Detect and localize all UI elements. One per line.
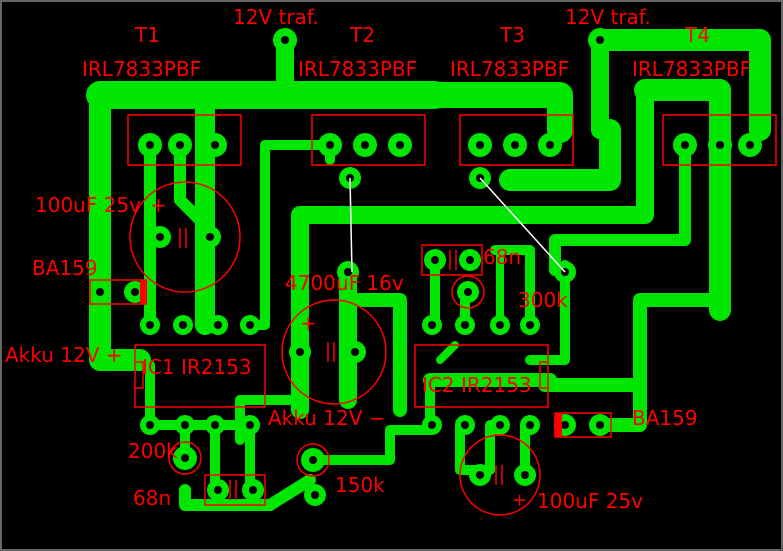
label-t4: T4 <box>684 23 710 47</box>
label-part-t2: IRL7833PBF <box>298 57 417 81</box>
label-cap-left: 100uF 25v <box>35 193 141 217</box>
label-traf-left: 12V traf. <box>233 5 319 29</box>
label-akku-plus: Akku 12V + <box>5 343 123 367</box>
label-r200k: 200k <box>128 439 178 463</box>
label-ic2: IC2 IR2153 <box>422 373 532 397</box>
label-part-t4: IRL7833PBF <box>632 57 751 81</box>
r200k-outline <box>168 441 202 475</box>
cap-center-outline <box>281 299 387 405</box>
label-ic1: IC1 IR2153 <box>142 355 252 379</box>
c68n-left-outline <box>204 474 266 506</box>
t4-outline <box>662 114 777 166</box>
label-traf-right: 12V traf. <box>565 5 651 29</box>
diode-right-band <box>555 413 562 437</box>
copper-traces <box>86 29 771 511</box>
jumper-wire-left <box>349 177 353 273</box>
label-c68n-left: 68n <box>133 486 171 510</box>
silkscreen-text: T1 T2 T3 T4 IRL7833PBF IRL7833PBF IRL783… <box>5 5 751 513</box>
label-cap-right: 100uF 25v <box>537 489 643 513</box>
t3-outline <box>459 114 574 166</box>
jumper-wires <box>349 177 566 273</box>
label-part-t1: IRL7833PBF <box>82 57 201 81</box>
label-r300k: 300k <box>518 288 568 312</box>
label-diode-right: BA159 <box>632 406 698 430</box>
label-c68n-right: 68n <box>483 245 521 269</box>
ic2-outline <box>414 344 549 408</box>
t2-outline <box>311 114 426 166</box>
diode-left-band <box>140 280 147 304</box>
silkscreen-details <box>135 228 548 500</box>
label-cap-left-plus: + <box>150 193 167 217</box>
r150k-outline <box>296 443 330 477</box>
jumper-wire-right <box>479 177 566 273</box>
ic1-outline <box>134 344 266 408</box>
drill-holes <box>96 36 754 499</box>
label-r150k: 150k <box>335 473 385 497</box>
label-t2: T2 <box>349 23 375 47</box>
label-diode-left: BA159 <box>32 256 98 280</box>
label-cap-right-plus: + <box>512 490 527 511</box>
label-cap-center-plus: + <box>300 311 317 335</box>
label-t3: T3 <box>499 23 525 47</box>
label-akku-minus: Akku 12V − <box>268 406 386 430</box>
label-cap-center: 4700uF 16v <box>285 271 404 295</box>
label-part-t3: IRL7833PBF <box>450 57 569 81</box>
r300k-outline <box>451 275 485 309</box>
cap-left-outline <box>129 181 241 293</box>
c68n-right-outline <box>421 244 483 276</box>
label-t1: T1 <box>134 23 160 47</box>
cap-right-outline <box>459 434 541 516</box>
t1-outline <box>127 114 242 166</box>
